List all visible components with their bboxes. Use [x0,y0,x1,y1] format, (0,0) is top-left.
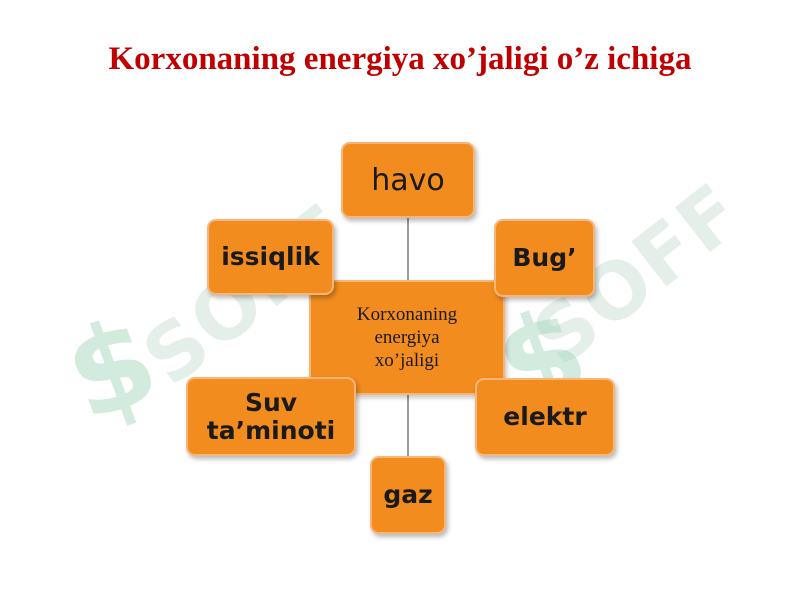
node-label: havo [371,162,445,198]
center-line: Korxonaning [356,304,458,325]
node-label: Suv [244,387,298,417]
center-line: xo’jaligi [374,350,440,371]
center-node: Korxonaning energiya xo’jaligi [309,280,505,395]
node-gaz: gaz [370,456,446,534]
connector-bottom [407,395,409,457]
center-line: energiya [374,327,440,348]
node-label: issiqlik [221,242,320,271]
node-issiqlik: issiqlik [207,219,334,295]
node-label: Bug’ [512,243,577,272]
node-label: gaz [383,480,433,509]
connector-top [407,216,409,282]
node-elektr: elektr [475,378,615,456]
node-bug: Bug’ [494,219,595,297]
node-havo: havo [341,142,475,218]
node-label: ta’minoti [206,415,336,445]
page-title: Korxonaning energiya xo’jaligi o’z ichig… [108,41,692,77]
node-label: elektr [503,402,587,431]
node-suv-taminoti: Suv ta’minoti [186,377,356,456]
